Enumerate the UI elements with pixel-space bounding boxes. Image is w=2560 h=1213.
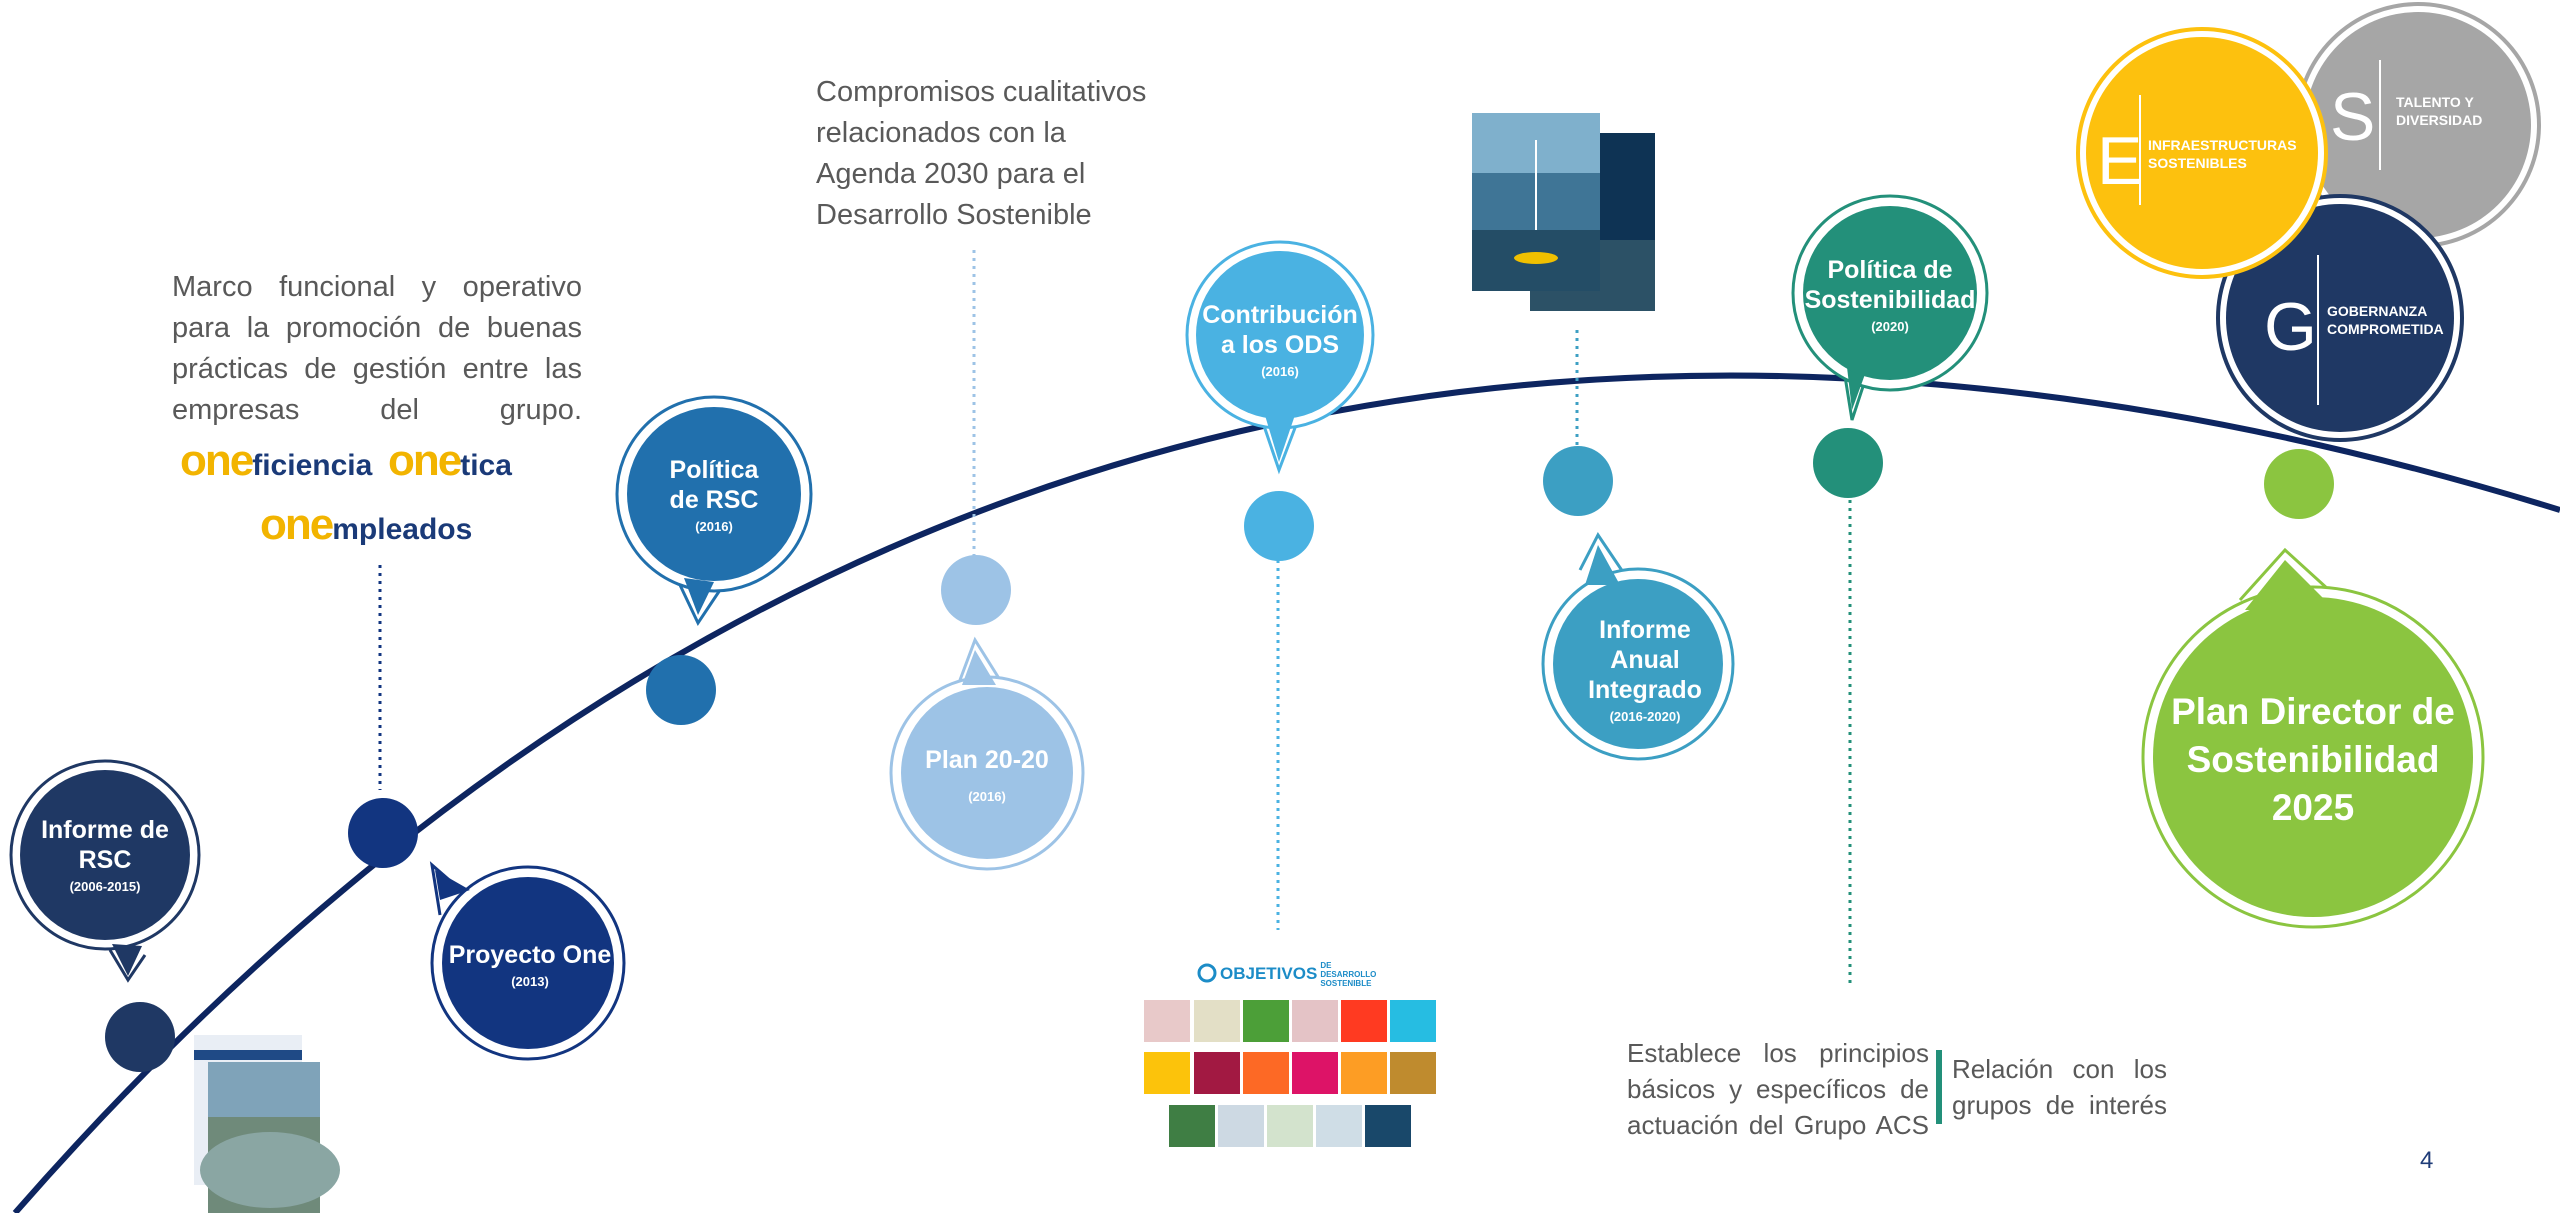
esg-label-g: GOBERNANZA COMPROMETIDA (2327, 303, 2444, 337)
bubble-plan-director (2141, 547, 2485, 929)
bubble-informe-anual (1541, 532, 1735, 761)
bubble-plan-2020 (889, 636, 1085, 871)
establece-text: Establece los principios básicos y espec… (1627, 1038, 1929, 1140)
one-etica-logo: onetica (388, 436, 512, 485)
milestone-ods: Contribución a los ODS(2016) (1202, 301, 1358, 380)
bubble-politica-rsc (615, 395, 813, 627)
milestone-plan-2020: Plan 20-20(2016) (925, 746, 1049, 805)
report-covers-integrado (1472, 113, 1655, 311)
esg-label-e: INFRAESTRUCTURAS SOSTENIBLES (2148, 137, 2297, 171)
esg-circle-e (2076, 27, 2328, 279)
node-proyecto-one (348, 798, 418, 868)
esg-letter-e: E (2097, 123, 2143, 199)
un-emblem-icon (1197, 963, 1217, 983)
bubble-informe-rsc (9, 759, 201, 983)
ods-grid (1144, 963, 1436, 1147)
one-eficiencia-logo: oneficiencia (180, 436, 373, 485)
esg-circle-g (2216, 194, 2464, 442)
relacion-text: Relación con los grupos de interés (1952, 1054, 2167, 1120)
esg-label-s: TALENTO Y DIVERSIDAD (2396, 94, 2483, 128)
milestone-plan-director: Plan Director de Sostenibilidad 2025 (2171, 690, 2455, 829)
report-covers-rsc (194, 1035, 340, 1213)
bubble-ods (1185, 240, 1375, 475)
milestone-politica-rsc: Política de RSC(2016) (669, 456, 759, 535)
milestone-politica-sost: Política de Sostenibilidad(2020) (1804, 256, 1976, 335)
milestone-proyecto-one: Proyecto One(2013) (448, 941, 612, 990)
compromisos-text: Compromisos cualitativos relacionados co… (816, 76, 1147, 231)
esg-circle-s (2295, 2, 2541, 248)
bubble-politica-sost (1791, 194, 1989, 421)
page-number: 4 (2420, 1147, 2434, 1174)
relacion-accent-bar (1936, 1050, 1942, 1124)
node-politica-rsc (646, 655, 716, 725)
node-plan-2020 (941, 555, 1011, 625)
node-politica-sost (1813, 428, 1883, 498)
milestone-informe-anual: Informe Anual Integrado(2016-2020) (1588, 616, 1702, 725)
node-informe-anual (1543, 446, 1613, 516)
timeline-arc (12, 372, 2560, 1213)
esg-letter-s: S (2330, 79, 2376, 155)
node-plan-director (2264, 449, 2334, 519)
node-informe-rsc (105, 1002, 175, 1072)
milestone-informe-rsc: Informe de RSC(2006-2015) (41, 816, 169, 895)
node-ods (1244, 491, 1314, 561)
bubble-proyecto-one (429, 861, 626, 1061)
esg-letter-g: G (2264, 289, 2317, 365)
one-empleados-logo: onempleados (260, 500, 473, 549)
marco-text: Marco funcional y operativo para la prom… (172, 271, 582, 426)
